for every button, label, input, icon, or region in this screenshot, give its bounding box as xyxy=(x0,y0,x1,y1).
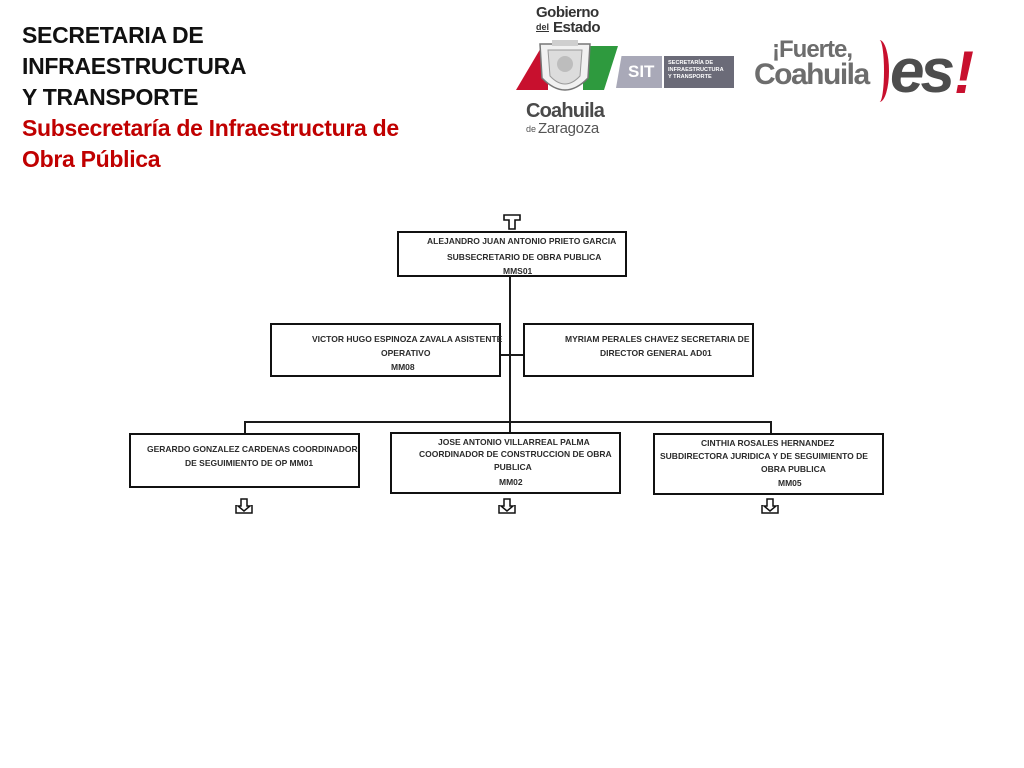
logo-text-estado: Estado xyxy=(553,19,601,36)
org-node-child-3[interactable]: CINTHIA ROSALES HERNANDEZ SUBDIRECTORA J… xyxy=(653,433,884,495)
org-node-child-1[interactable]: GERARDO GONZALEZ CARDENAS COORDINADOR DE… xyxy=(129,433,360,488)
logo-text-del: del xyxy=(536,22,550,32)
title-line-1: SECRETARIA DE INFRAESTRUCTURA xyxy=(22,22,247,79)
org-node-title: OPERATIVO xyxy=(381,348,431,358)
org-node-name: ALEJANDRO JUAN ANTONIO PRIETO GARCIA xyxy=(427,236,617,246)
org-node-name: JOSE ANTONIO VILLARREAL PALMA xyxy=(438,437,590,447)
org-node-child-2[interactable]: JOSE ANTONIO VILLARREAL PALMA COORDINADO… xyxy=(390,432,621,494)
sit-logo: SIT SECRETARÍA DE INFRAESTRUCTURA Y TRAN… xyxy=(616,56,734,88)
logo-text-gobierno: Gobierno xyxy=(536,4,599,21)
title-line-2: Y TRANSPORTE xyxy=(22,84,199,110)
logo-text-coahuila-2: Coahuila xyxy=(754,58,870,91)
org-node-name: MYRIAM PERALES CHAVEZ SECRETARIA DE xyxy=(565,334,750,344)
org-node-title: DIRECTOR GENERAL AD01 xyxy=(600,348,712,358)
org-node-code: MM08 xyxy=(391,362,415,372)
org-node-title: COORDINADOR DE CONSTRUCCION DE OBRA xyxy=(419,449,612,459)
org-node-name: GERARDO GONZALEZ CARDENAS COORDINADOR xyxy=(147,444,358,454)
logo-text-es: es xyxy=(890,37,955,106)
org-node-title-2: PUBLICA xyxy=(494,462,532,472)
connector-child3-vertical xyxy=(770,421,772,434)
org-node-title: DE SEGUIMIENTO DE OP MM01 xyxy=(185,458,314,468)
sit-abbr: SIT xyxy=(628,62,655,81)
logo-text-zaragoza: Zaragoza xyxy=(538,120,599,137)
coat-of-arms-icon xyxy=(516,40,618,91)
expand-down-icon[interactable] xyxy=(235,498,253,514)
org-node-title: SUBSECRETARIO DE OBRA PUBLICA xyxy=(447,252,602,262)
expand-up-icon[interactable] xyxy=(503,214,521,230)
sit-caption: SECRETARÍA DE INFRAESTRUCTURA Y TRANSPOR… xyxy=(668,60,724,80)
logo-parenthesis xyxy=(870,40,889,102)
connector-assistants-horizontal xyxy=(500,354,524,356)
logo-text-coahuila: Coahuila xyxy=(526,100,605,122)
page-title: SECRETARIA DE INFRAESTRUCTURA Y TRANSPOR… xyxy=(22,20,422,175)
logo-text-de: de xyxy=(526,124,537,134)
gobierno-estado-logo: Gobierno del Estado Coahuila de Zaragoza xyxy=(508,2,623,142)
subtitle-line-1: Subsecretaría de Infraestructura de xyxy=(22,115,399,141)
logo-text-fuerte: ¡Fuerte, xyxy=(772,36,853,63)
expand-down-icon[interactable] xyxy=(498,498,516,514)
connector-child1-vertical xyxy=(244,421,246,434)
logo-text-exclamation: ! xyxy=(954,39,974,106)
connector-children-horizontal xyxy=(244,421,771,423)
org-node-code: MMS01 xyxy=(503,266,533,276)
expand-down-icon[interactable] xyxy=(761,498,779,514)
org-node-root[interactable]: ALEJANDRO JUAN ANTONIO PRIETO GARCIA SUB… xyxy=(397,231,627,277)
org-node-assistant-right[interactable]: MYRIAM PERALES CHAVEZ SECRETARIA DE DIRE… xyxy=(523,323,754,377)
fuerte-coahuila-logo: ¡Fuerte, Coahuila es ! xyxy=(752,30,992,120)
org-node-code: MM05 xyxy=(778,478,802,488)
org-node-title-2: OBRA PUBLICA xyxy=(761,464,826,474)
org-node-name: CINTHIA ROSALES HERNANDEZ xyxy=(701,438,835,448)
org-node-assistant-left[interactable]: VICTOR HUGO ESPINOZA ZAVALA ASISTENTE OP… xyxy=(270,323,503,377)
org-node-title: SUBDIRECTORA JURIDICA Y DE SEGUIMIENTO D… xyxy=(660,451,868,461)
org-node-name: VICTOR HUGO ESPINOZA ZAVALA ASISTENTE xyxy=(312,334,503,344)
org-node-code: MM02 xyxy=(499,477,523,487)
subtitle-line-2: Obra Pública xyxy=(22,146,161,172)
